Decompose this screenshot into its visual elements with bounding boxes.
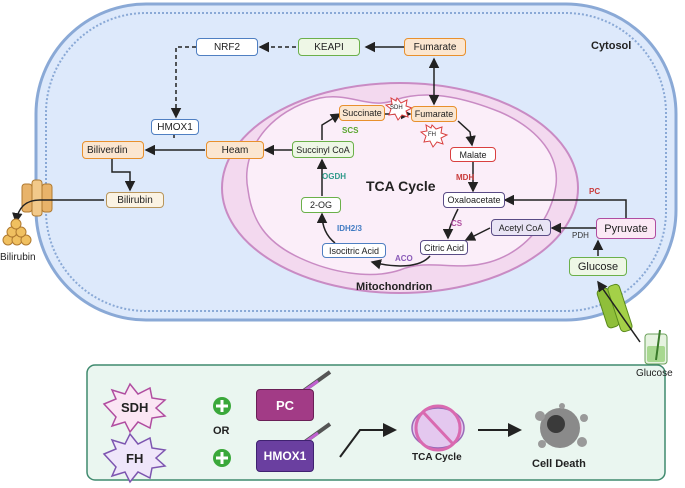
fh-star-large (102, 432, 167, 484)
two-og-box: 2-OG (301, 197, 341, 213)
citric-acid-box: Citric Acid (420, 240, 468, 255)
succinyl-coa-box: Succinyl CoA (292, 141, 354, 158)
arrow-glucose-import (597, 280, 641, 343)
panel-pc-box: PC (256, 389, 314, 421)
cs-label: CS (451, 219, 463, 228)
bilirubin-transporter (21, 179, 53, 217)
bilirubin-crystals-icon (2, 218, 32, 246)
biliverdin-box: Biliverdin (82, 141, 144, 159)
mitochondrion-label: Mitochondrion (356, 281, 433, 293)
arrow-citric-isocitric (370, 255, 431, 270)
fumarate-cytosol-box: Fumarate (404, 38, 466, 56)
arrow-isocitric-2og (316, 212, 336, 244)
mdh-label: MDH (456, 173, 475, 182)
arrow-oxaloacetate-citric (442, 208, 459, 240)
cytosol-label: Cytosol (591, 40, 632, 52)
arrow-biliverdin-bilirubin (111, 159, 136, 192)
glucose-outside-label: Glucose (636, 368, 673, 379)
therapy-panel (86, 364, 666, 481)
tca-cycle-title: TCA Cycle (366, 178, 436, 194)
arrow-pyruvate-oxaloacetate (503, 194, 627, 218)
pc-label: PC (589, 187, 601, 196)
idh-label: IDH2/3 (337, 224, 362, 233)
arrow-succinylcoa-succinate (321, 113, 342, 140)
isocitric-acid-box: Isocitric Acid (322, 243, 386, 258)
glucose-beaker-icon (644, 329, 668, 365)
keapi-box: KEAPI (298, 38, 360, 56)
scs-label: SCS (342, 126, 359, 135)
succinate-box: Succinate (339, 105, 385, 121)
panel-tca-label: TCA Cycle (412, 452, 462, 463)
inhibited-tca-icon (411, 404, 465, 452)
sdh-star-large (102, 382, 167, 434)
panel-sdh-label: SDH (121, 400, 149, 415)
glucose-box: Glucose (569, 257, 627, 276)
sdh-star-small (384, 96, 414, 121)
plus-icon (213, 449, 231, 467)
bilirubin-box: Bilirubin (106, 192, 164, 208)
panel-fh-label: FH (126, 451, 144, 466)
fh-star-small (419, 124, 449, 148)
acetyl-coa-box: Acetyl CoA (491, 219, 551, 236)
fumarate-mito-box: Fumarate (411, 106, 457, 122)
bilirubin-outside-label: Bilirubin (0, 252, 36, 263)
aco-label: ACO (395, 254, 413, 263)
dead-cell-icon (535, 403, 588, 448)
glucose-transporter (596, 283, 633, 333)
arrow-nrf2-hmox1 (170, 46, 196, 119)
pyruvate-box: Pyruvate (596, 218, 656, 239)
malate-box: Malate (450, 147, 496, 162)
panel-or-label: OR (213, 425, 230, 437)
arrow-fumarate-malate (457, 120, 476, 147)
plus-icon (213, 397, 231, 415)
heam-box: Heam (206, 141, 264, 159)
arrow-treatment-tca (339, 423, 397, 458)
hmox1-box: HMOX1 (151, 119, 199, 135)
pdh-label: PDH (572, 231, 589, 240)
nrf2-box: NRF2 (196, 38, 258, 56)
panel-hmox1-box: HMOX1 (256, 440, 314, 472)
ogdh-label: OGDH (322, 172, 346, 181)
oxaloacetate-box: Oxaloacetate (443, 192, 505, 208)
fh-small-label: FH (428, 132, 436, 138)
panel-cell-death-label: Cell Death (532, 458, 586, 470)
arrow-acetylcoa-citric (464, 227, 491, 241)
sdh-small-label: SDH (390, 105, 403, 111)
